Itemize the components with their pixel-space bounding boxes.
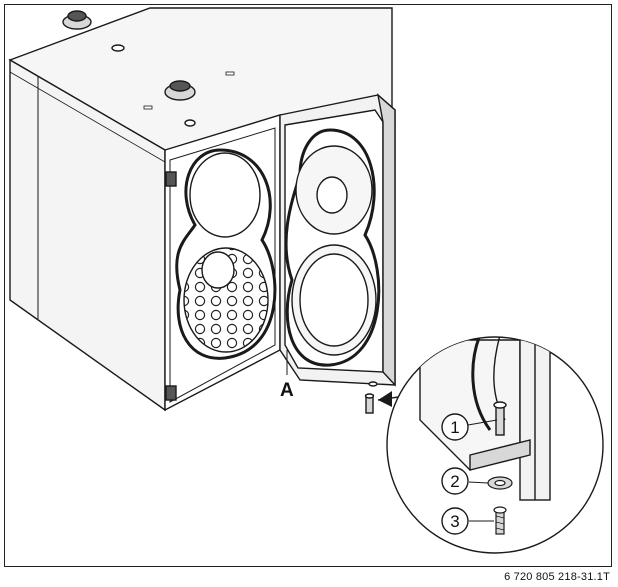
- pipe-connection-rear: [62, 10, 92, 30]
- callout-3: 3: [441, 507, 494, 535]
- pipe-connection-front: [164, 80, 196, 101]
- latch-top: [165, 171, 177, 187]
- callout-2: 2: [441, 467, 489, 495]
- callout-a: A: [280, 350, 294, 401]
- burner-door: [279, 93, 396, 414]
- callout-1: 1: [441, 413, 498, 441]
- label-3: 3: [450, 512, 459, 531]
- label-1: 1: [450, 418, 459, 437]
- figure-frame: [4, 4, 612, 567]
- washer: [487, 476, 513, 490]
- zoom-detail: 1 2 3: [386, 336, 604, 554]
- hinge-pin: [364, 381, 378, 414]
- label-2: 2: [450, 472, 459, 491]
- screw: [493, 506, 507, 535]
- label-a: A: [280, 380, 294, 401]
- heat-exchanger: [175, 148, 277, 360]
- latch-bottom: [165, 385, 177, 401]
- figure-code: 6 720 805 218-31.1T: [504, 571, 610, 583]
